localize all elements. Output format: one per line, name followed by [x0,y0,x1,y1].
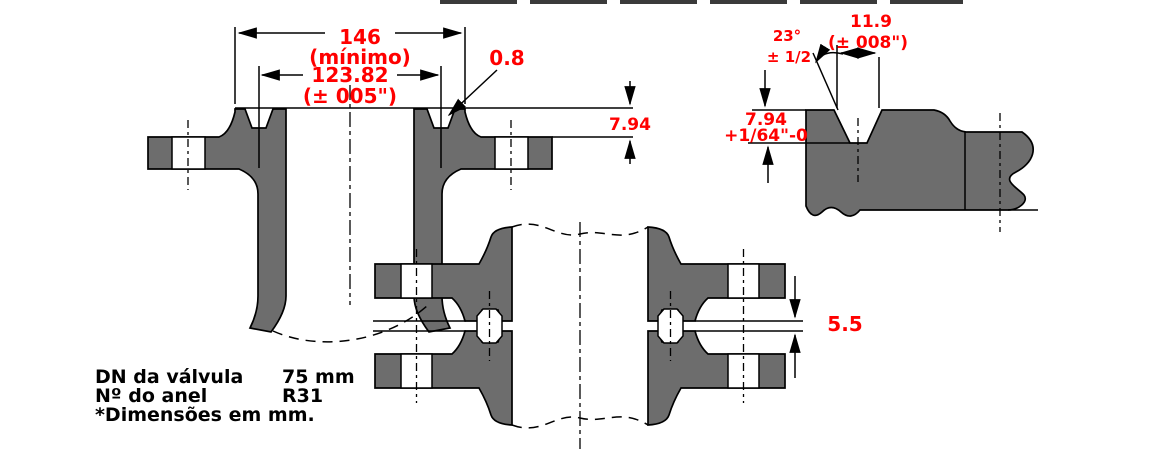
face-gap-lines-left [373,320,466,332]
ring-number-value: R31 [282,385,323,407]
table-edge-bar [530,0,607,4]
leader-line [447,69,498,117]
dim-corner-radius-label: 0.8 [489,46,524,70]
face-gap-lines-right [695,320,803,332]
dn-value: 75 mm [282,366,355,388]
dim-groove-angle-label: 23° [773,27,801,45]
dim-groove-pitch-tol: (± 005") [303,84,397,108]
notes-block: DN da válvula 75 mm Nº do anel R31 *Dime… [95,366,355,426]
drawing-flange-face-section: 146 (mínimo) 123.82 (± 005") 0.8 7.94 [147,25,651,343]
angle-arc [815,43,844,64]
table-edge-bar [440,0,517,4]
break-line [272,305,428,343]
dim-groove-depth-tol: +1/64"-0 [724,126,808,146]
groove-detail-body [805,109,1034,217]
dim-face-width-note: (mínimo) [309,45,411,69]
drawing-ring-groove-detail: 11.9 (± 008") 23° ± 1/2 7.94 +1/64"-0 [724,12,1038,232]
table-edge-bar [710,0,787,4]
dim-groove-pitch-label: 123.82 [311,63,388,87]
dim-raised-face-height-label: 7.94 [609,115,651,135]
dim-groove-depth-label: 7.94 [745,110,787,130]
ring-number-label: Nº do anel [95,385,207,407]
dn-label: DN da válvula [95,366,243,388]
dim-groove-width-label: 11.9 [850,12,892,32]
table-edge-bar [890,0,963,4]
table-edge-bar [800,0,877,4]
dim-face-width-label: 146 [339,25,381,49]
units-note: *Dimensões em mm. [95,404,315,426]
table-edge-bar [620,0,697,4]
table-edge-fragments [440,0,963,4]
ring-gasket-section [476,308,503,344]
dim-groove-angle-tol: ± 1/2 [767,48,811,66]
drawing-assembled-flanges: 5.5 [373,222,863,449]
dim-face-gap-label: 5.5 [827,312,862,336]
dim-groove-width-tol: (± 008") [828,33,908,53]
